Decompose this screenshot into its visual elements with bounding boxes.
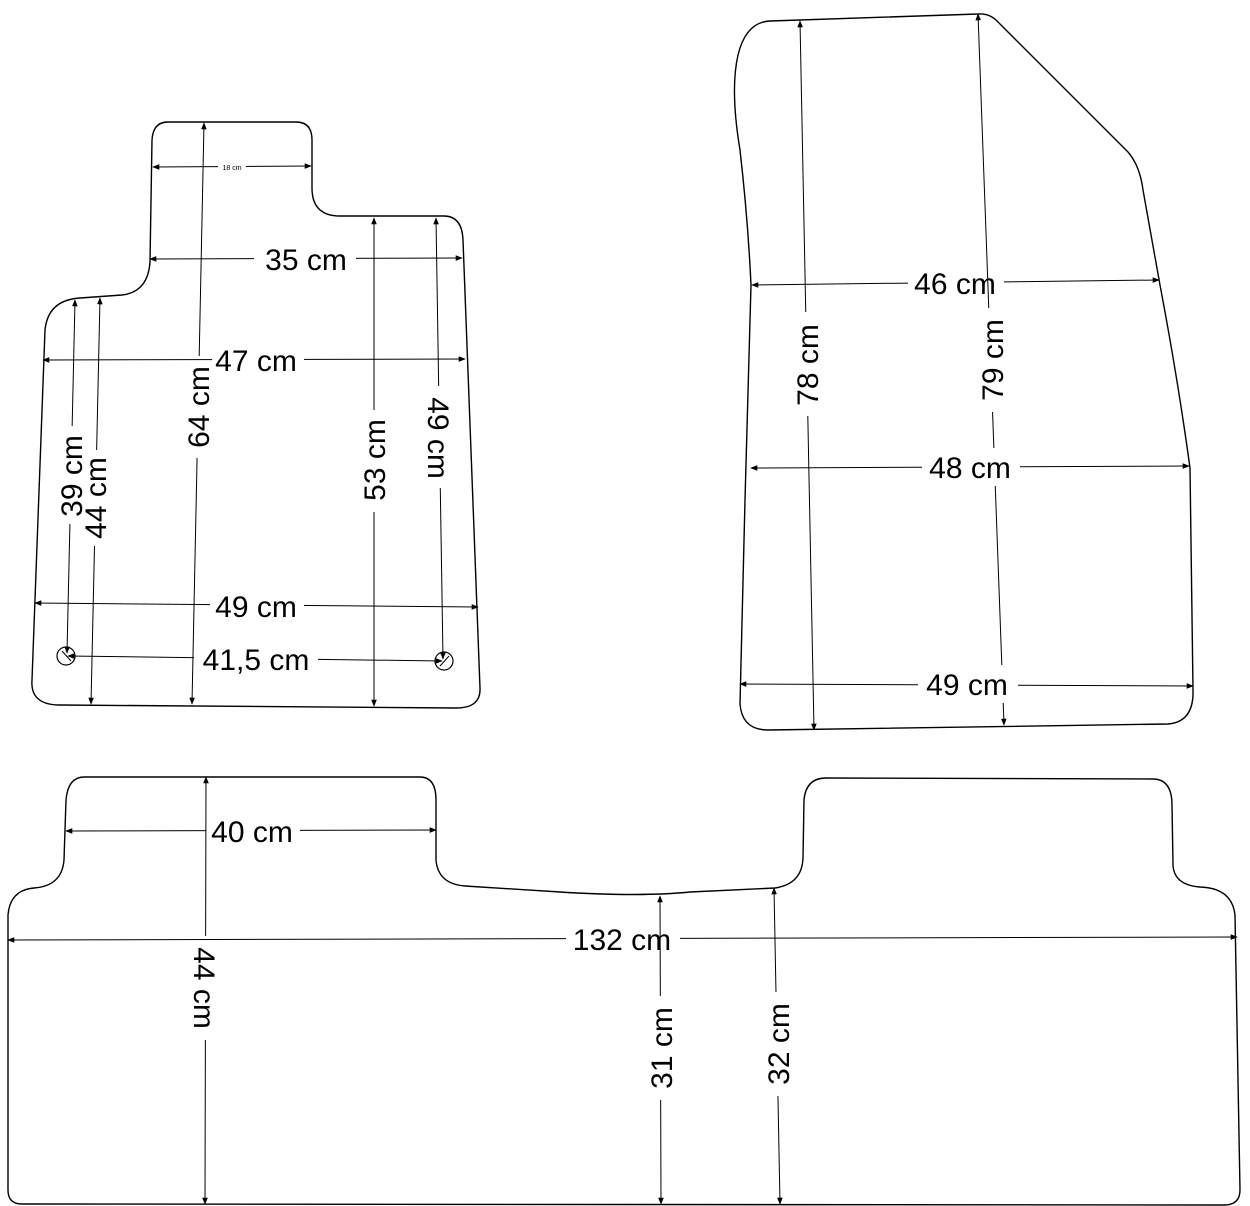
mounting-hole-right-mark: [439, 655, 450, 667]
rear-mat: 40 cm 44 cm 132 cm 31 cm 32 cm: [7, 776, 1241, 1206]
dim-width-mid: 47 cm: [42, 341, 466, 379]
dim-height-left-outer: 39 cm: [56, 299, 89, 654]
dim-rear-height-left-label: 44 cm: [187, 947, 220, 1029]
dim-height-right-inner: 53 cm: [356, 217, 394, 707]
dim-fr-width-bottom: 49 cm: [739, 665, 1194, 703]
dim-fr-height-left-label: 78 cm: [792, 324, 825, 406]
dim-rear-total-width-label: 132 cm: [573, 924, 671, 957]
dim-fr-width-bottom-label: 49 cm: [926, 669, 1008, 702]
dim-rear-height-center: 31 cm: [644, 895, 680, 1205]
dim-hole-spacing: 41,5 cm: [67, 641, 443, 679]
dim-width-mid-label: 47 cm: [215, 345, 297, 378]
dim-width-bottom-label: 49 cm: [215, 591, 297, 624]
dim-rear-left-block-label: 40 cm: [211, 816, 293, 849]
front-left-mat-outline: [31, 121, 481, 709]
dim-fr-width-mid: 48 cm: [750, 448, 1190, 486]
dim-hole-spacing-label: 41,5 cm: [203, 644, 310, 677]
dim-rear-height-left: 44 cm: [186, 776, 224, 1205]
dim-height-left-inner-label: 44 cm: [80, 457, 113, 539]
dim-fr-width-mid-label: 48 cm: [929, 452, 1011, 485]
dim-height-right: 49 cm: [420, 217, 458, 660]
dim-rear-height-center-right: 32 cm: [760, 887, 796, 1205]
dim-rear-height-center-label: 31 cm: [646, 1007, 679, 1089]
dim-fr-width-top: 46 cm: [751, 264, 1160, 302]
front-left-mat: 18 cm 35 cm 64 cm 47 cm 53 cm: [31, 121, 481, 709]
front-right-mat: 46 cm 78 cm 79 cm 48 cm 49 cm: [733, 13, 1194, 731]
dim-height-left-outer-label: 39 cm: [56, 435, 89, 517]
dim-height-left-inner: 44 cm: [80, 297, 113, 705]
dim-fr-height-right: 79 cm: [975, 13, 1012, 726]
dim-height-right-label: 49 cm: [421, 397, 454, 479]
dim-heel-width: 18 cm: [152, 162, 312, 172]
dim-fr-height-left: 78 cm: [790, 20, 828, 731]
rear-mat-outline: [7, 776, 1241, 1206]
dim-width-top: 35 cm: [149, 240, 463, 278]
dim-rear-left-block: 40 cm: [65, 812, 437, 850]
dim-height-right-inner-label: 53 cm: [359, 419, 392, 501]
dim-height-center-label: 64 cm: [183, 366, 216, 448]
dim-width-top-label: 35 cm: [265, 244, 347, 277]
dim-fr-width-top-label: 46 cm: [914, 268, 996, 301]
dim-width-bottom: 49 cm: [34, 588, 479, 626]
front-right-mat-outline: [733, 13, 1194, 731]
dim-rear-height-center-right-label: 32 cm: [763, 1003, 796, 1085]
dim-fr-height-right-label: 79 cm: [977, 319, 1010, 401]
dim-heel-width-label: 18 cm: [222, 165, 241, 172]
